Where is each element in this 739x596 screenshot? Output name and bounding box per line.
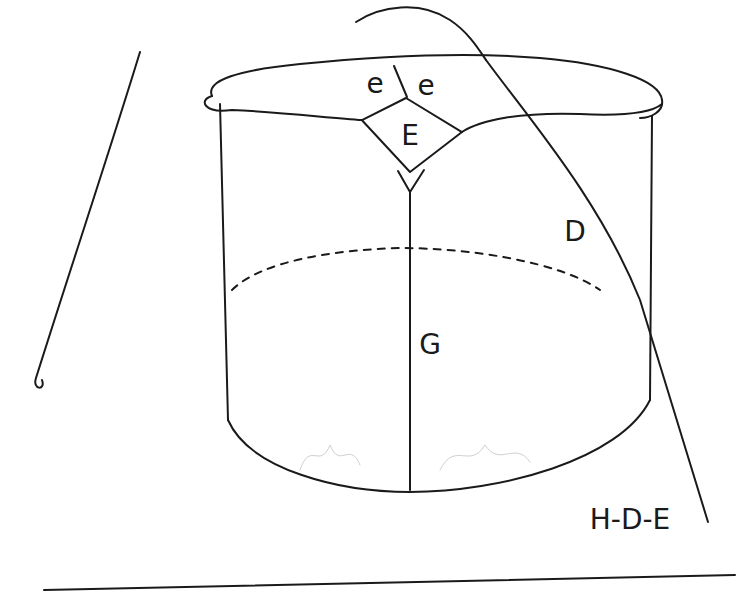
sketch-label: D [564,217,586,248]
sketch-label: e [417,71,434,102]
cylinder-side [650,116,652,400]
cylinder-top [462,104,662,132]
pencil-scribble [300,445,530,470]
sketch-label: e [366,69,383,100]
diamond-shape [362,98,462,172]
cylinder-top [211,55,662,118]
ground-line [44,575,735,590]
cylinder-top [205,96,362,120]
sketch-label: H-D-E [590,505,671,536]
seam-line [398,170,424,192]
seam-line [409,192,411,490]
cylinder-bottom [228,400,650,492]
diamond-node: E [362,98,462,172]
divider-line [394,66,407,97]
cylinder-side [220,104,228,420]
sketch-label: G [419,330,441,361]
mountain-curve [486,60,708,522]
mountain-curve [356,7,486,60]
node-letter: E [401,121,419,152]
hidden-edge [232,248,600,290]
mountain-curve [35,52,140,388]
